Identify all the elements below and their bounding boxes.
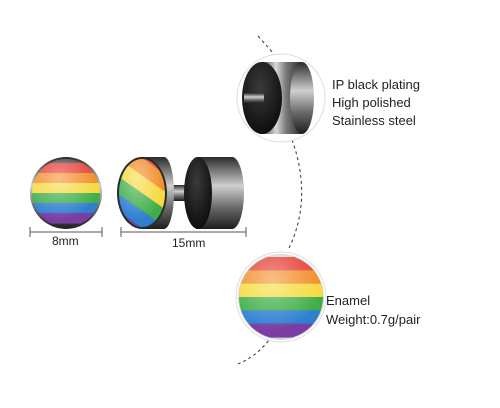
plating-line-1: IP black plating bbox=[332, 77, 420, 92]
plating-line-2: High polished bbox=[332, 95, 411, 110]
plating-line-3: Stainless steel bbox=[332, 113, 416, 128]
dashed-guide-middle bbox=[287, 139, 303, 251]
barbell-earring-icon bbox=[117, 157, 244, 229]
black-back-cap-icon bbox=[236, 53, 326, 143]
total-length-label: 15mm bbox=[172, 236, 206, 250]
front-diameter-label: 8mm bbox=[52, 234, 79, 248]
dimension-front bbox=[29, 227, 103, 237]
enamel-line-1: Enamel bbox=[326, 293, 371, 308]
enamel-line-2: Weight:0.7g/pair bbox=[326, 312, 421, 327]
dimension-length bbox=[120, 227, 247, 237]
rainbow-dome-icon bbox=[235, 251, 327, 343]
rainbow-disc-icon bbox=[30, 157, 102, 229]
